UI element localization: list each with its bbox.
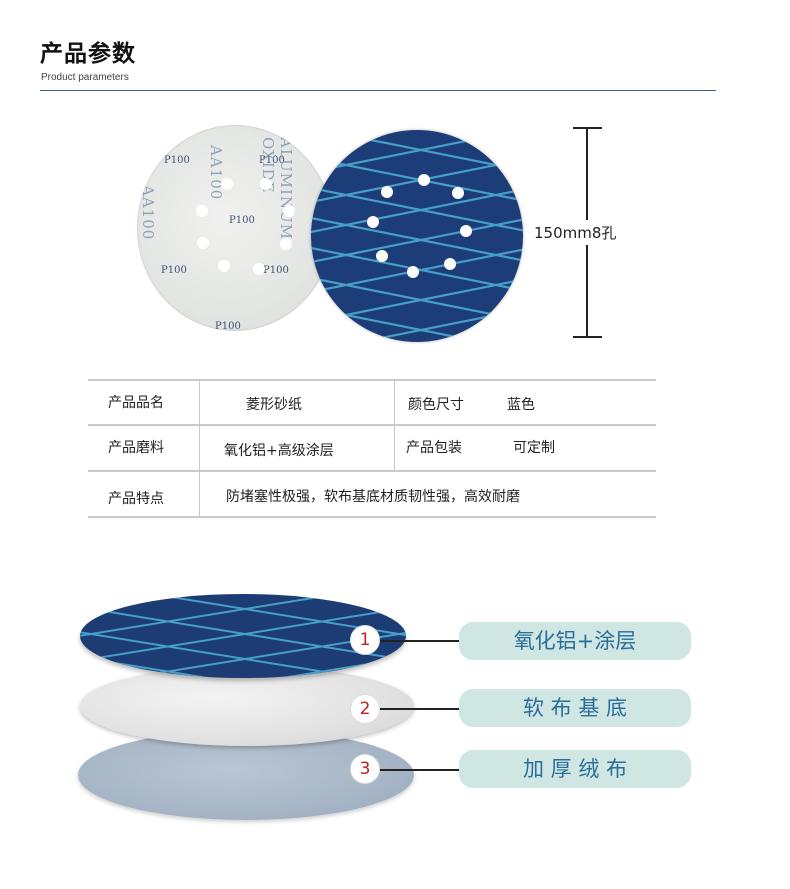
blue-mesh-disc [311,130,523,342]
dimension-cap-bottom [573,336,602,338]
dust-hole [196,205,208,217]
grit-label: P100 [229,215,255,226]
layer-connector-line [380,640,460,642]
dust-hole [376,250,388,262]
grit-label: P100 [164,155,190,166]
layer-label-abrasive: 氧化铝+涂层 [459,622,691,660]
table-column-divider [199,380,200,517]
layer-number-badge: 3 [350,754,380,784]
dimension-cap-top [573,127,602,129]
layer-connector-line [380,708,460,710]
grit-label: P100 [161,265,187,276]
spec-value-name: 菱形砂纸 [246,397,302,413]
dust-hole [407,266,419,278]
vertical-print: AA100 [207,145,225,201]
spec-value-packaging: 可定制 [513,440,555,456]
grit-label: P100 [259,155,285,166]
page-title: 产品参数 [40,41,136,67]
table-border-top [88,379,656,381]
spec-label-name: 产品品名 [108,395,164,411]
dimension-label: 150mm8孔 [534,220,617,245]
diamond-mesh-pattern [311,130,523,342]
layer-connector-line [380,769,460,771]
dust-hole [444,258,456,270]
vertical-print: AA100 [139,185,157,241]
dust-hole [452,187,464,199]
table-column-divider [394,380,395,471]
dust-hole [418,174,430,186]
grit-label: P100 [263,265,289,276]
white-backing-disc: P100 P100 P100 P100 P100 P100 AA100 ALUM… [137,125,333,331]
dust-hole [218,260,230,272]
dust-hole [381,186,393,198]
spec-label-abrasive: 产品磨料 [108,440,164,456]
spec-value-features: 防堵塞性极强，软布基底材质韧性强，高效耐磨 [226,489,520,505]
layer-number-badge: 2 [350,694,380,724]
table-border-bottom [88,516,656,518]
header-divider [40,90,716,91]
dust-hole [460,225,472,237]
layer-number-badge: 1 [350,625,380,655]
spec-value-color-size: 蓝色 [507,397,535,413]
dust-hole [283,205,295,217]
layer-mesh-pattern [80,594,406,678]
spec-value-abrasive: 氧化铝+高级涂层 [224,443,334,459]
dust-hole [197,237,209,249]
layer-label-fleece: 加 厚 绒 布 [459,750,691,788]
dust-hole [367,216,379,228]
grit-label: P100 [215,321,241,331]
spec-label-features: 产品特点 [108,491,164,507]
dust-hole [260,178,272,190]
spec-label-color-size: 颜色尺寸 [408,397,464,413]
dust-hole [221,178,233,190]
dust-hole [253,263,265,275]
table-row-divider [88,470,656,472]
table-row-divider [88,424,656,426]
page-subtitle: Product parameters [41,72,129,83]
layer-label-backing: 软 布 基 底 [459,689,691,727]
spec-label-packaging: 产品包装 [406,440,462,456]
dust-hole [280,238,292,250]
